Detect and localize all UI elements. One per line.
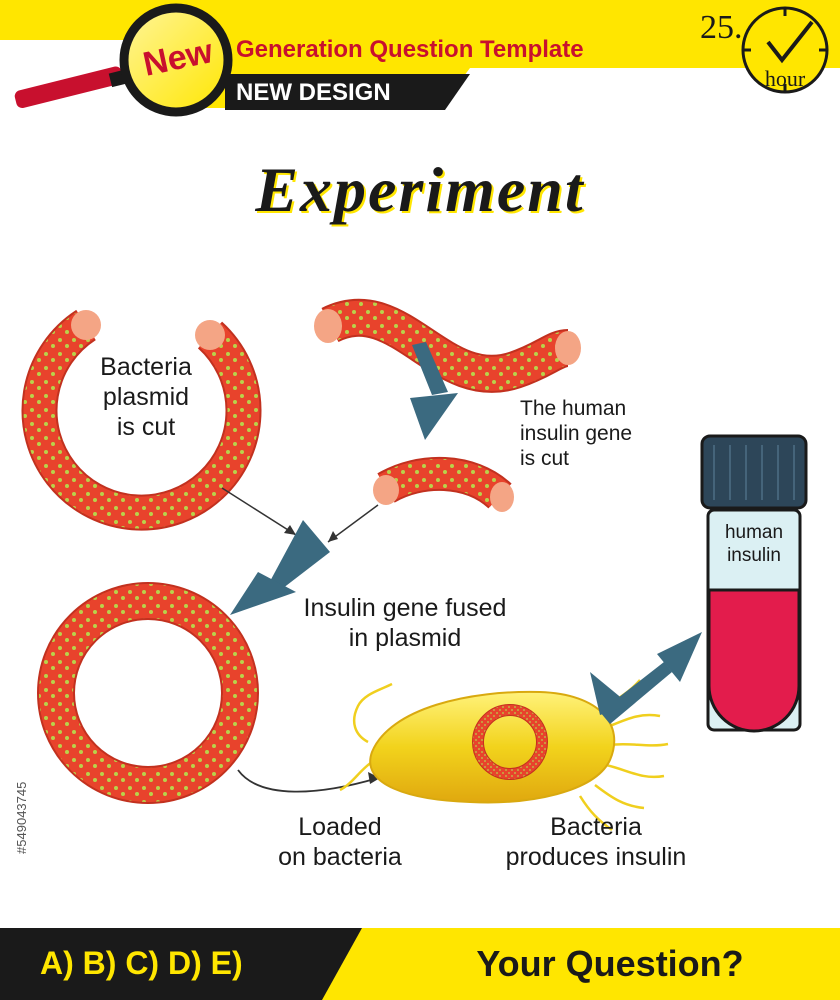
plasmid-cut-end — [195, 320, 225, 350]
dna-strand-end — [314, 309, 342, 343]
bacterium-body — [369, 690, 616, 804]
header-title: Generation Question Template — [236, 36, 584, 63]
cut-plasmid-ring — [21, 309, 262, 531]
question-prompt: Your Question? — [476, 943, 744, 984]
arrow-to-fused-plasmid — [230, 520, 330, 615]
insulin-gene-segment — [373, 456, 514, 512]
dna-strand-end — [555, 331, 581, 365]
footer-yellow-band — [322, 928, 840, 1000]
gene-segment-end — [490, 482, 514, 512]
label-gene-cut: The human insulin gene is cut — [520, 397, 633, 471]
human-dna-strand — [314, 299, 581, 393]
label-produces: Bacteria produces insulin — [505, 813, 687, 871]
timer-clock-icon — [741, 6, 829, 94]
header-subtitle: NEW DESIGN — [236, 79, 391, 106]
label-fused: Insulin gene fused in plasmid — [303, 594, 507, 652]
page-heading: Experiment — [255, 154, 585, 225]
bacterium — [339, 679, 669, 832]
answer-options: A) B) C) D) E) — [40, 945, 243, 981]
subtitle-bar — [225, 74, 470, 110]
tube-insulin-liquid — [707, 588, 801, 733]
merge-arrows — [221, 487, 379, 543]
tube-cap — [700, 434, 808, 510]
fused-plasmid-ring — [37, 582, 259, 804]
checkmark-icon — [766, 20, 814, 64]
arrow-to-bacteria — [237, 769, 380, 793]
header — [0, 0, 840, 117]
label-plasmid-cut: Bacteria plasmid is cut — [100, 353, 192, 441]
magnifier-lens-icon — [119, 3, 233, 117]
timer-number: 25. — [700, 9, 743, 46]
footer — [0, 928, 840, 1000]
magnifier-handle-icon — [14, 66, 124, 109]
arrow-to-tube — [590, 632, 702, 724]
arrow-strand-to-gene — [410, 342, 458, 440]
gene-segment-end — [373, 475, 399, 505]
label-tube: human insulin — [724, 522, 784, 566]
label-loaded: Loaded on bacteria — [278, 813, 402, 871]
plasmid-cut-end — [71, 310, 101, 340]
side-id: #549043745 — [14, 781, 30, 854]
test-tube — [700, 434, 808, 733]
timer-unit: hour — [764, 66, 806, 91]
